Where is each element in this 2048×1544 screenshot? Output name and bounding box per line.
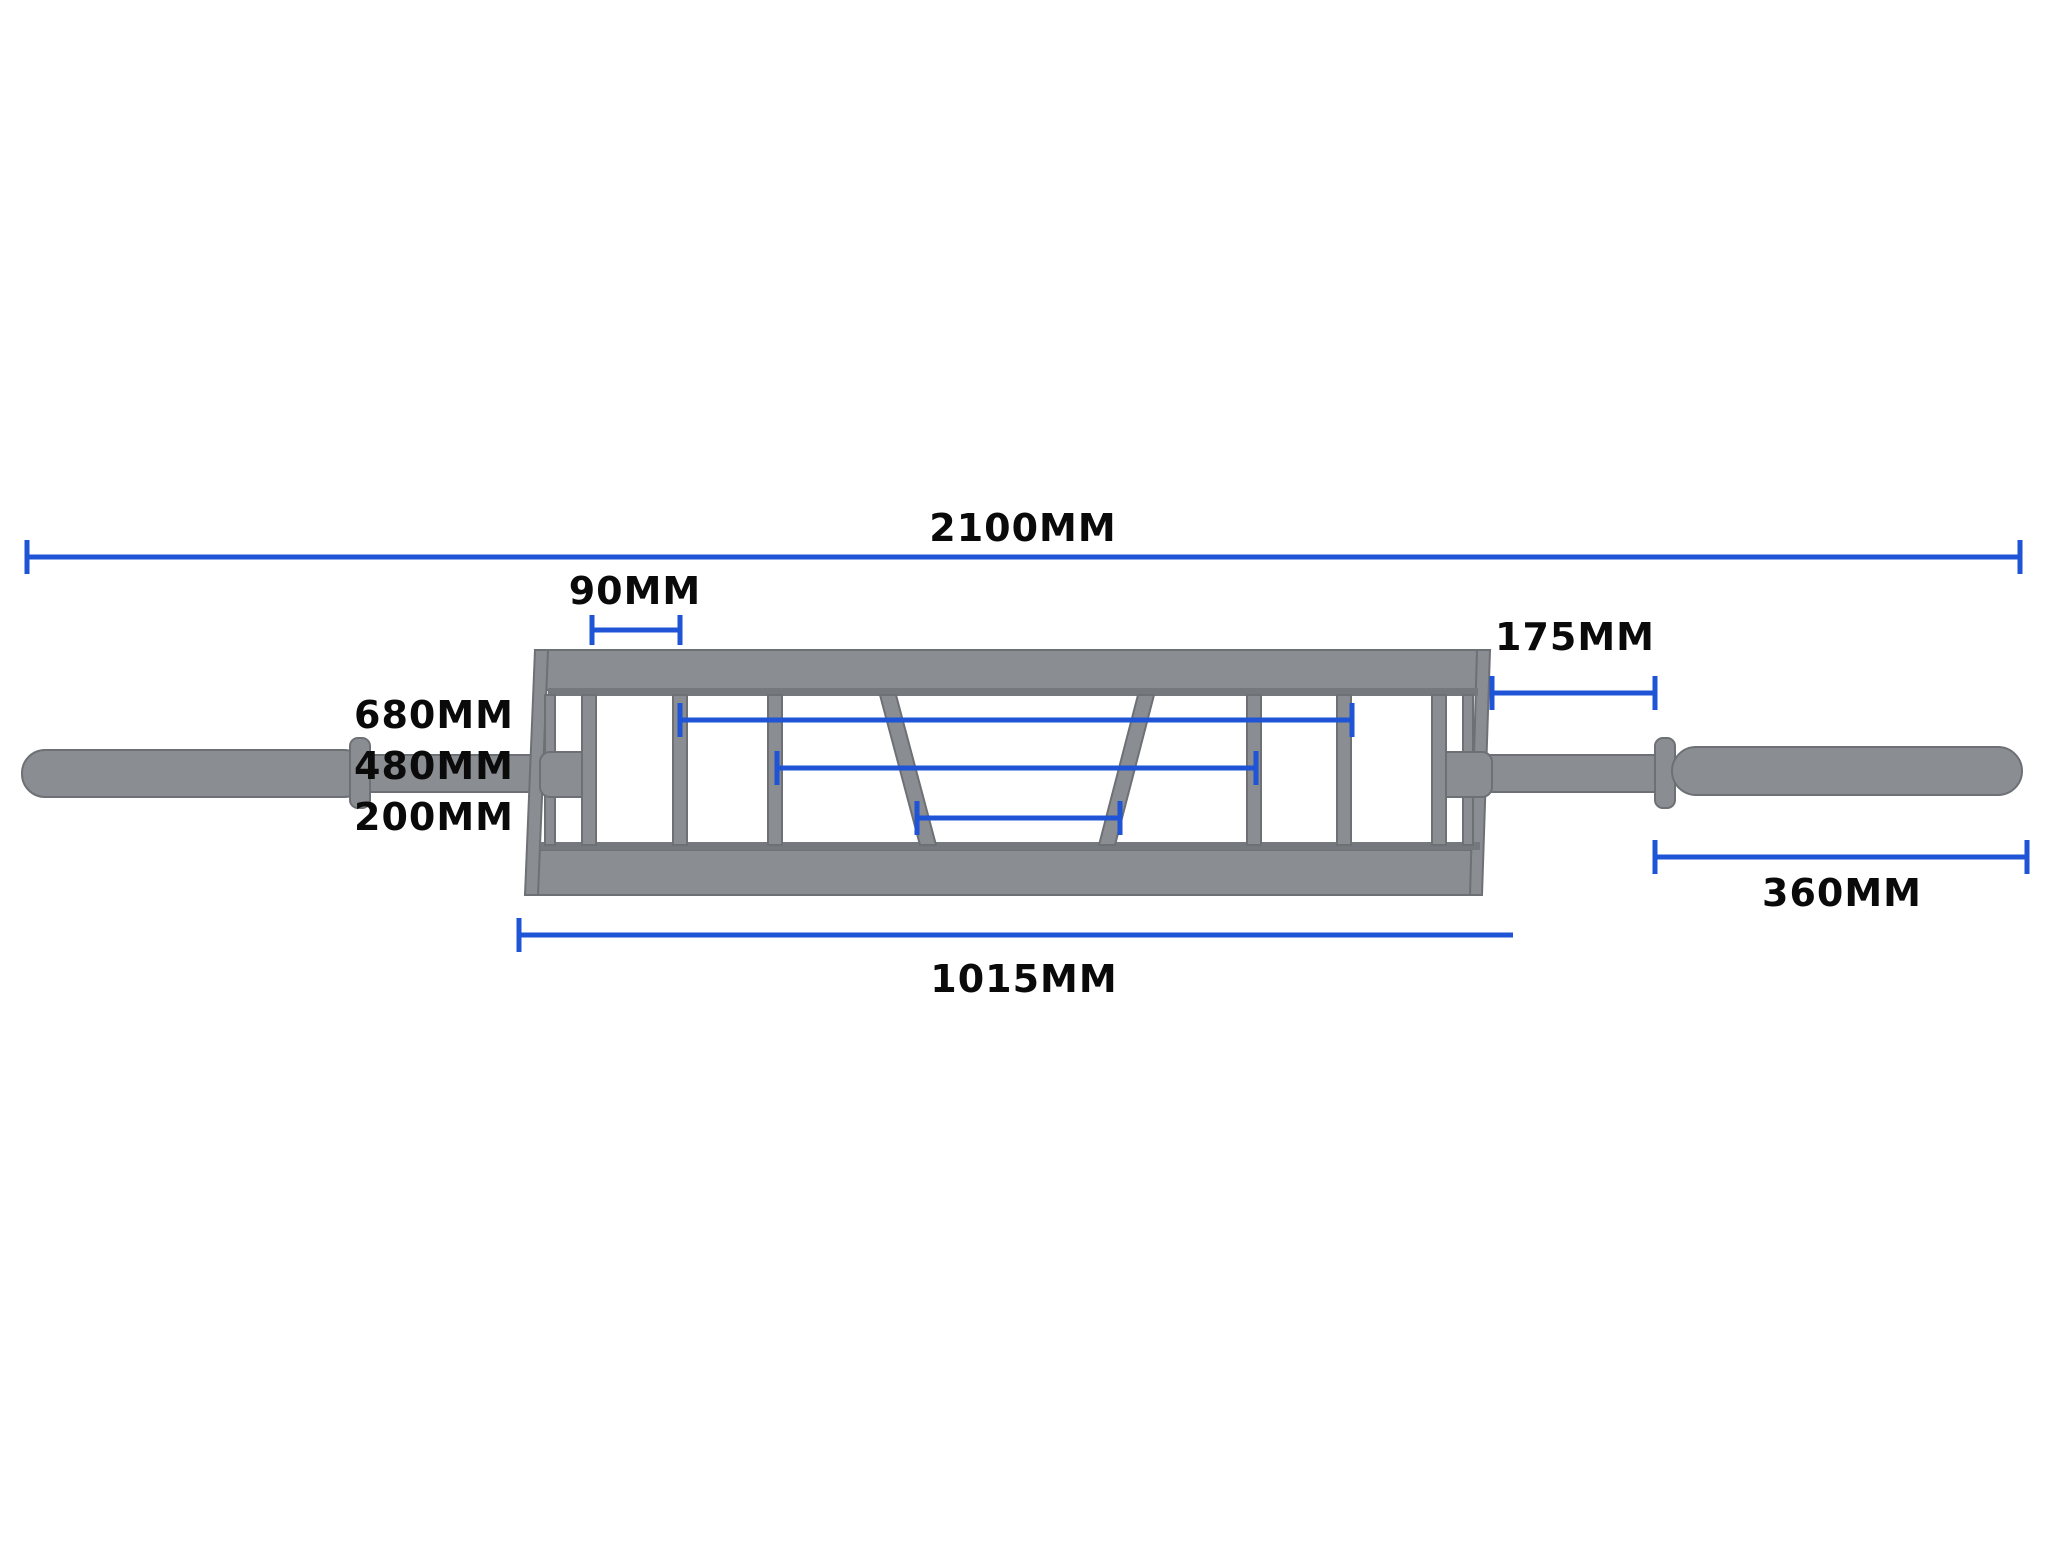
swiss-bar — [21, 649, 2023, 896]
dimension-wide-grip — [677, 703, 1355, 737]
dimension-overall-length — [24, 540, 2023, 574]
grip-handle — [1431, 694, 1447, 846]
dimension-narrow-grip — [914, 801, 1123, 835]
label-collar-to-frame: 175MM — [1495, 615, 1655, 659]
label-narrow-grip: 200MM — [354, 795, 514, 839]
frame-bottom-rail — [523, 849, 1483, 896]
label-sleeve-length: 360MM — [1762, 871, 1922, 915]
left-sleeve — [21, 749, 368, 798]
grip-handle — [581, 694, 597, 846]
frame — [523, 649, 1493, 896]
frame-top-rail — [533, 649, 1492, 691]
label-overall-length: 2100MM — [929, 506, 1116, 550]
label-mid-grip: 480MM — [354, 744, 514, 788]
dimension-frame-length — [516, 918, 1513, 952]
dimension-collar-to-frame — [1489, 676, 1658, 710]
label-wide-grip: 680MM — [354, 693, 514, 737]
label-frame-length: 1015MM — [930, 957, 1117, 1001]
dimension-sleeve-length — [1652, 840, 2030, 874]
right-sleeve — [1671, 746, 2023, 796]
label-grip-spacing: 90MM — [569, 569, 702, 613]
dimension-mid-grip — [774, 751, 1259, 785]
grip-handle — [672, 694, 688, 846]
dimension-labels: 2100MM 90MM 175MM 680MM 480MM 200MM 1015… — [354, 506, 1922, 1001]
dimension-grip-spacing — [589, 615, 683, 645]
right-shaft — [1479, 754, 1661, 793]
frame-inner-bottom — [540, 842, 1480, 850]
grip-handle — [1336, 694, 1352, 846]
dimension-lines — [24, 540, 2030, 952]
frame-left-end — [523, 649, 550, 896]
frame-inner-top — [548, 688, 1478, 696]
left-shaft — [369, 754, 541, 793]
